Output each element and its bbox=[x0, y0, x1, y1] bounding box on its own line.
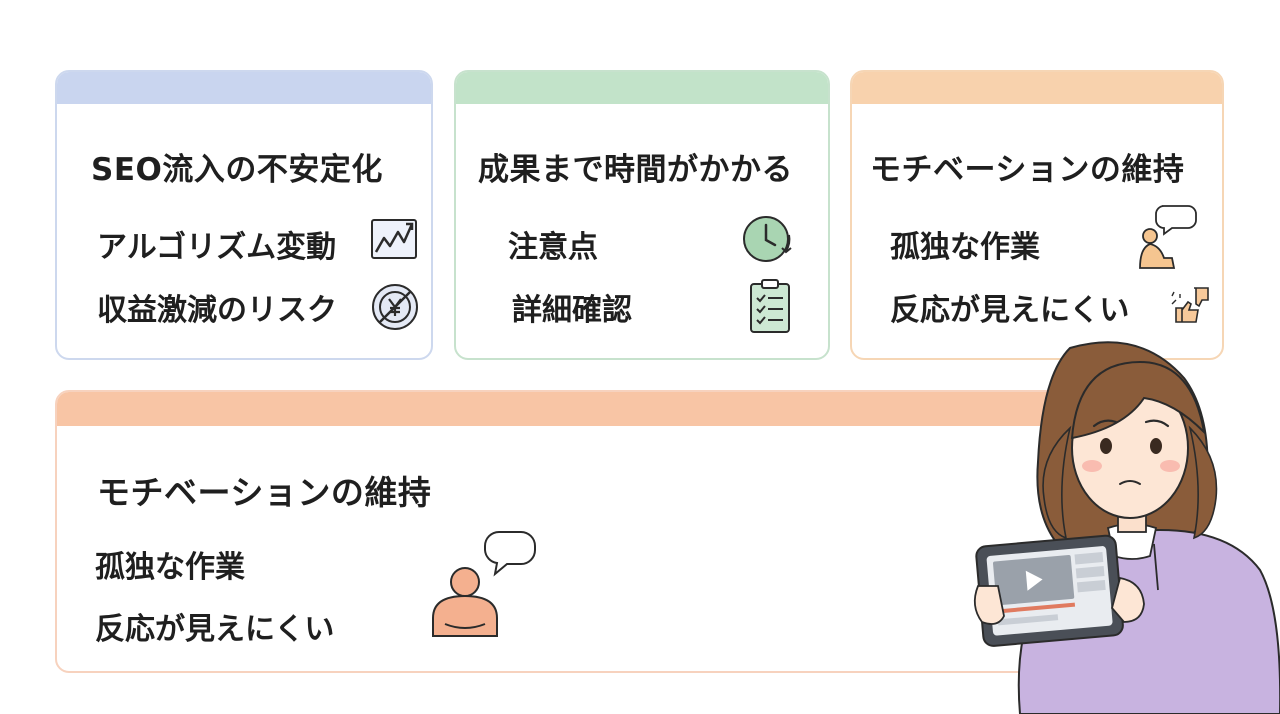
thumbs-icon bbox=[1171, 287, 1209, 323]
worried-woman-illustration bbox=[973, 341, 1280, 714]
card-item: アルゴリズム変動 bbox=[97, 230, 337, 265]
checklist-icon bbox=[750, 279, 790, 333]
person-speech-bubble-icon bbox=[432, 531, 536, 637]
card-item: 注意点 bbox=[508, 230, 598, 265]
card-item: 反応が見えにくい bbox=[890, 293, 1130, 328]
trend-chart-icon bbox=[371, 219, 417, 259]
card-title: SEO流入の不安定化 bbox=[91, 152, 383, 188]
card-item: 孤独な作業 bbox=[95, 550, 245, 585]
card-header-band bbox=[57, 72, 431, 104]
clock-icon bbox=[743, 216, 792, 262]
motivation-wide-card: モチベーションの維持 孤独な作業 反応が見えにくい bbox=[55, 390, 1140, 673]
card-title: モチベーションの維持 bbox=[97, 473, 432, 512]
card-header-band bbox=[57, 392, 1138, 426]
no-yen-icon bbox=[372, 284, 418, 330]
time-card: 成果まで時間がかかる 注意点 詳細確認 bbox=[454, 70, 830, 360]
card-title: 成果まで時間がかかる bbox=[478, 152, 793, 188]
card-item: 反応が見えにくい bbox=[95, 612, 335, 647]
card-header-band bbox=[456, 72, 828, 104]
card-item: 詳細確認 bbox=[512, 293, 632, 328]
card-item: 孤独な作業 bbox=[890, 230, 1040, 265]
seo-card: SEO流入の不安定化 アルゴリズム変動 収益激減のリスク bbox=[55, 70, 433, 360]
card-header-band bbox=[852, 72, 1222, 104]
card-title: モチベーションの維持 bbox=[870, 152, 1185, 188]
card-item: 収益激減のリスク bbox=[97, 293, 337, 328]
lonely-person-icon bbox=[1139, 205, 1197, 269]
motivation-card: モチベーションの維持 孤独な作業 反応が見えにくい bbox=[850, 70, 1224, 360]
